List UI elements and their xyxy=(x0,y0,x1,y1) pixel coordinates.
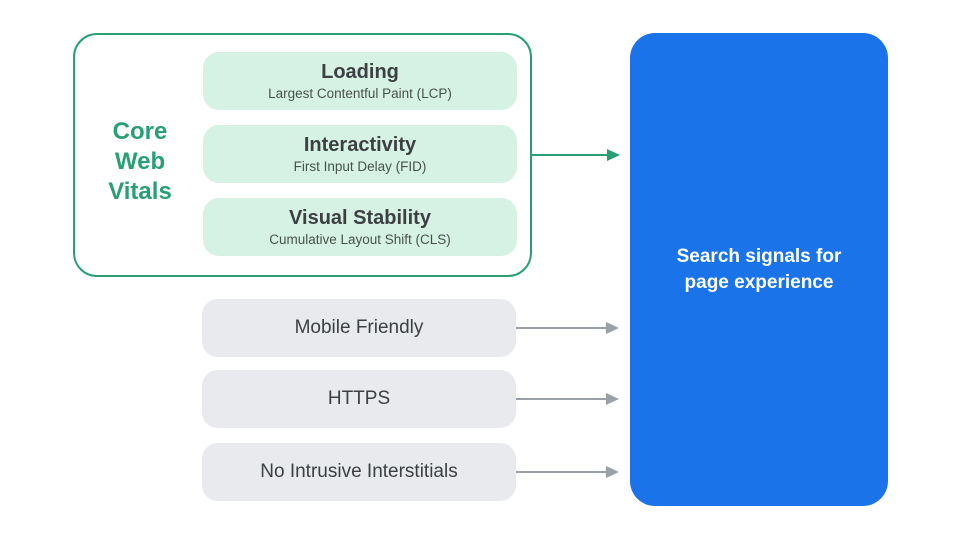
vital-card-interactivity: Interactivity First Input Delay (FID) xyxy=(203,125,517,183)
arrow-shaft xyxy=(516,471,610,473)
arrow-shaft xyxy=(516,327,610,329)
arrow-right-icon xyxy=(607,149,620,161)
arrow-right-icon xyxy=(606,393,619,405)
signal-label: No Intrusive Interstitials xyxy=(260,461,458,482)
mobile-friendly-connector-arrow xyxy=(516,322,619,334)
search-signals-box: Search signals for page experience xyxy=(630,33,888,506)
vital-subtitle: Largest Contentful Paint (LCP) xyxy=(268,86,452,101)
vital-title: Loading xyxy=(321,61,399,83)
vital-subtitle: First Input Delay (FID) xyxy=(293,159,427,174)
signal-card-no-intrusive-interstitials: No Intrusive Interstitials xyxy=(202,443,516,501)
vital-subtitle: Cumulative Layout Shift (CLS) xyxy=(269,232,451,247)
arrow-right-icon xyxy=(606,466,619,478)
vital-title: Interactivity xyxy=(303,134,417,156)
https-connector-arrow xyxy=(516,393,619,405)
signal-card-mobile-friendly: Mobile Friendly xyxy=(202,299,516,357)
arrow-shaft xyxy=(531,154,611,156)
signal-label: Mobile Friendly xyxy=(294,317,424,338)
search-signals-label: Search signals for page experience xyxy=(676,245,842,293)
no-intrusive-interstitials-connector-arrow xyxy=(516,466,619,478)
signal-label: HTTPS xyxy=(327,388,391,409)
core-web-vitals-connector-arrow xyxy=(531,149,620,161)
vital-title: Visual Stability xyxy=(289,207,431,229)
arrow-shaft xyxy=(516,398,610,400)
vital-card-loading: Loading Largest Contentful Paint (LCP) xyxy=(203,52,517,110)
arrow-right-icon xyxy=(606,322,619,334)
vital-card-visual-stability: Visual Stability Cumulative Layout Shift… xyxy=(203,198,517,256)
core-web-vitals-label: Core Web Vitals xyxy=(108,118,172,205)
signal-card-https: HTTPS xyxy=(202,370,516,428)
